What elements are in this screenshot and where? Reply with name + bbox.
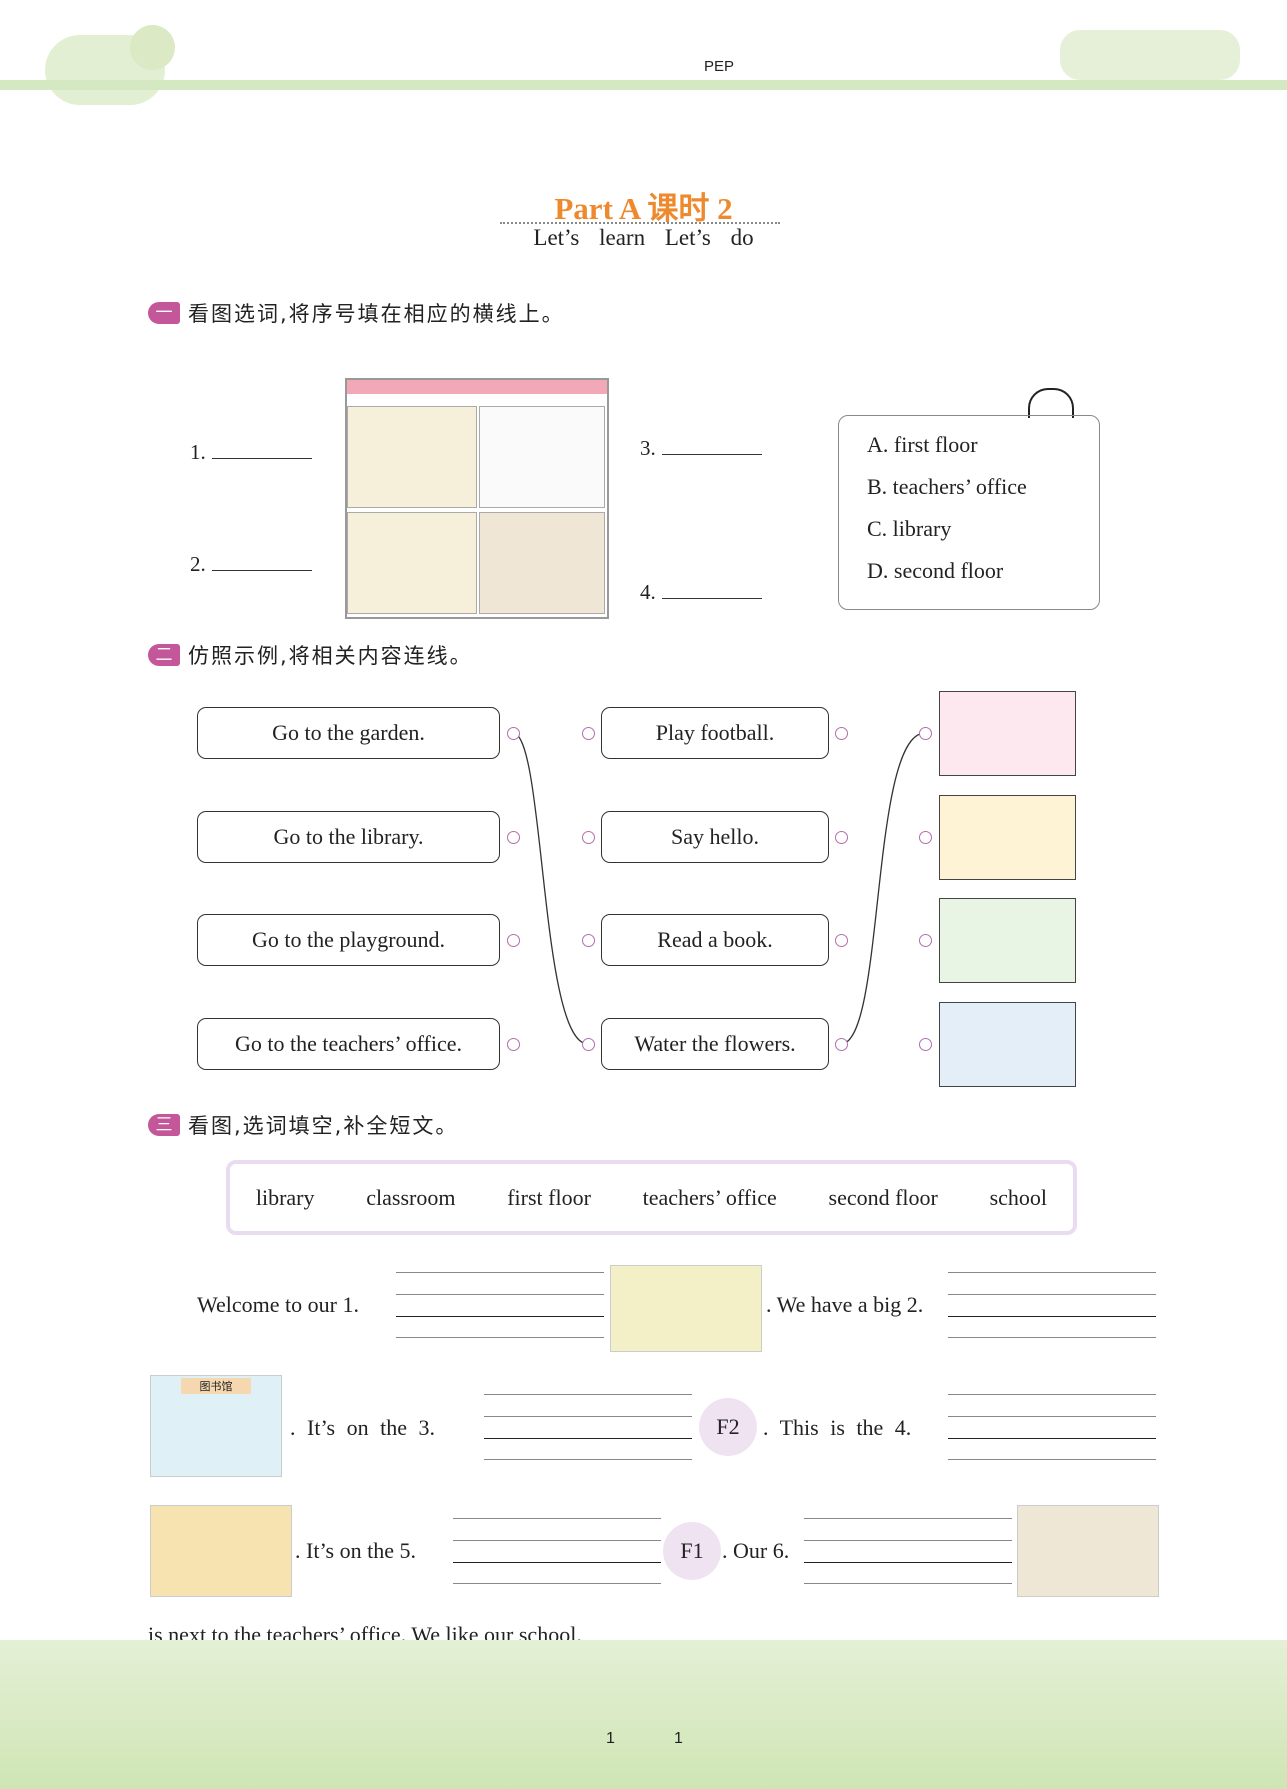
match-dot[interactable] xyxy=(835,727,848,740)
page-number-right: 1 xyxy=(674,1730,683,1747)
blank-2[interactable]: 2. xyxy=(190,552,312,577)
blank-3[interactable]: 3. xyxy=(640,436,762,461)
page-subtitle: Let’s learn Let’s do xyxy=(533,225,754,250)
word: first floor xyxy=(507,1184,591,1210)
match-dot[interactable] xyxy=(835,934,848,947)
match-dot[interactable] xyxy=(835,1038,848,1051)
blank-label: 3. xyxy=(640,436,656,460)
phrase-text: Say hello. xyxy=(671,824,759,849)
floor-badge-f1: F1 xyxy=(663,1522,721,1580)
middle-phrase-box[interactable]: Water the flowers. xyxy=(601,1018,829,1070)
middle-phrase-box[interactable]: Play football. xyxy=(601,707,829,759)
section-instruction: 仿照示例,将相关内容连线。 xyxy=(188,644,473,668)
match-dot[interactable] xyxy=(582,934,595,947)
footer-landscape xyxy=(0,1640,1287,1789)
middle-phrase-box[interactable]: Read a book. xyxy=(601,914,829,966)
match-dot[interactable] xyxy=(582,831,595,844)
word: classroom xyxy=(366,1184,456,1210)
library-sign: 图书馆 xyxy=(181,1378,251,1394)
match-dot[interactable] xyxy=(919,1038,932,1051)
sentence-2a: . It’s on the 3. xyxy=(290,1415,435,1440)
page-title: Part A 课时 2 xyxy=(554,191,733,226)
match-dot[interactable] xyxy=(507,831,520,844)
match-dot[interactable] xyxy=(507,727,520,740)
middle-phrase-box[interactable]: Say hello. xyxy=(601,811,829,863)
option-a: A. first floor xyxy=(867,432,978,457)
section3-heading: 三看图,选词填空,补全短文。 xyxy=(148,1110,458,1140)
sentence-1a: Welcome to our 1. xyxy=(197,1292,359,1317)
match-dot[interactable] xyxy=(835,831,848,844)
section-instruction: 看图选词,将序号填在相应的横线上。 xyxy=(188,302,565,326)
section1-heading: 一看图选词,将序号填在相应的横线上。 xyxy=(148,298,565,328)
library-image: 图书馆 xyxy=(150,1375,282,1477)
phrase-text: Water the flowers. xyxy=(634,1031,796,1056)
school-building-image xyxy=(345,378,609,619)
classroom-image xyxy=(1017,1505,1159,1597)
left-phrase-box[interactable]: Go to the library. xyxy=(197,811,500,863)
section-number: 二 xyxy=(148,644,180,666)
floor-badge-f2: F2 xyxy=(699,1398,757,1456)
reading-book-picture xyxy=(939,1002,1076,1087)
greeting-picture xyxy=(939,795,1076,880)
word: teachers’ office xyxy=(642,1184,777,1210)
match-dot[interactable] xyxy=(919,831,932,844)
blank-label: 2. xyxy=(190,552,206,576)
option-b: B. teachers’ office xyxy=(867,474,1027,499)
answer-line-1[interactable] xyxy=(396,1272,604,1338)
match-dot[interactable] xyxy=(582,1038,595,1051)
match-dot[interactable] xyxy=(507,934,520,947)
answer-line-4[interactable] xyxy=(948,1394,1156,1460)
match-dot[interactable] xyxy=(919,727,932,740)
series-label: PEP xyxy=(704,58,735,75)
option-c: C. library xyxy=(867,516,952,541)
match-dot[interactable] xyxy=(507,1038,520,1051)
blank-4[interactable]: 4. xyxy=(640,580,762,605)
section-number: 三 xyxy=(148,1114,180,1136)
sentence-1b: . We have a big 2. xyxy=(766,1292,924,1317)
sun-decoration xyxy=(130,25,175,70)
school-image xyxy=(610,1265,762,1352)
match-dot[interactable] xyxy=(582,727,595,740)
phrase-text: Play football. xyxy=(655,720,775,745)
watering-flowers-picture xyxy=(939,691,1076,776)
word-bank: library classroom first floor teachers’ … xyxy=(226,1160,1077,1235)
options-box: A. first floor B. teachers’ office C. li… xyxy=(838,415,1100,610)
page-number-left: 1 xyxy=(606,1730,615,1747)
word: second floor xyxy=(828,1184,938,1210)
option-d: D. second floor xyxy=(867,558,1004,583)
playing-football-picture xyxy=(939,898,1076,983)
phrase-text: Go to the teachers’ office. xyxy=(234,1031,463,1056)
phrase-text: Go to the garden. xyxy=(272,720,425,745)
section-instruction: 看图,选词填空,补全短文。 xyxy=(188,1114,459,1138)
left-phrase-box[interactable]: Go to the garden. xyxy=(197,707,500,759)
sentence-3b: . Our 6. xyxy=(722,1538,790,1563)
match-dot[interactable] xyxy=(919,934,932,947)
sentence-3a: . It’s on the 5. xyxy=(295,1538,416,1563)
section-number: 一 xyxy=(148,302,180,324)
section2-heading: 二仿照示例,将相关内容连线。 xyxy=(148,640,473,670)
phrase-text: Go to the playground. xyxy=(251,927,446,952)
word: library xyxy=(255,1184,315,1210)
blank-1[interactable]: 1. xyxy=(190,440,312,465)
answer-line-6[interactable] xyxy=(804,1518,1012,1584)
animals-decoration xyxy=(1060,30,1240,80)
header-bar xyxy=(0,80,1287,90)
phrase-text: Go to the library. xyxy=(273,824,424,849)
answer-line-2[interactable] xyxy=(948,1272,1156,1338)
left-phrase-box[interactable]: Go to the teachers’ office. xyxy=(197,1018,500,1070)
answer-line-3[interactable] xyxy=(484,1394,692,1460)
phrase-text: Read a book. xyxy=(657,927,773,952)
blank-label: 4. xyxy=(640,580,656,604)
blank-label: 1. xyxy=(190,440,206,464)
left-phrase-box[interactable]: Go to the playground. xyxy=(197,914,500,966)
title-divider xyxy=(500,222,780,224)
sentence-2b: . This is the 4. xyxy=(763,1415,912,1440)
teachers-office-image xyxy=(150,1505,292,1597)
panda-icon xyxy=(1028,388,1074,418)
answer-line-5[interactable] xyxy=(453,1518,661,1584)
word: school xyxy=(989,1184,1048,1210)
